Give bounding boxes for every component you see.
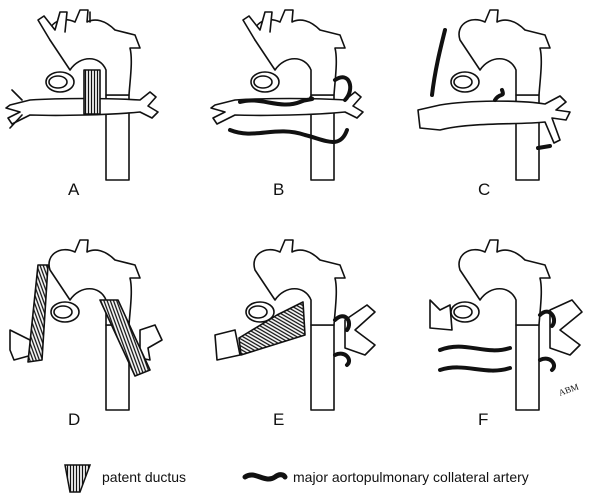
panel-a	[5, 9, 159, 181]
legend-ductus-swatch	[64, 464, 92, 493]
legend-ductus-label: patent ductus	[102, 469, 187, 485]
panel-label-a: A	[68, 180, 80, 199]
panel-label-e: E	[273, 410, 285, 429]
panel-d	[9, 239, 163, 411]
panel-e	[214, 239, 376, 411]
panel-f: ABM	[429, 239, 583, 411]
panel-label-d: D	[68, 410, 81, 429]
panel-b	[210, 9, 364, 181]
panel-label-f: F	[478, 410, 489, 429]
panel-label-c: C	[478, 180, 491, 199]
legend	[64, 464, 288, 493]
artist-signature: ABM	[557, 381, 580, 397]
panel-c	[417, 9, 571, 181]
legend-collateral-label: major aortopulmonary collateral artery	[293, 469, 529, 485]
panel-label-b: B	[273, 180, 285, 199]
legend-collateral-swatch	[242, 472, 288, 482]
